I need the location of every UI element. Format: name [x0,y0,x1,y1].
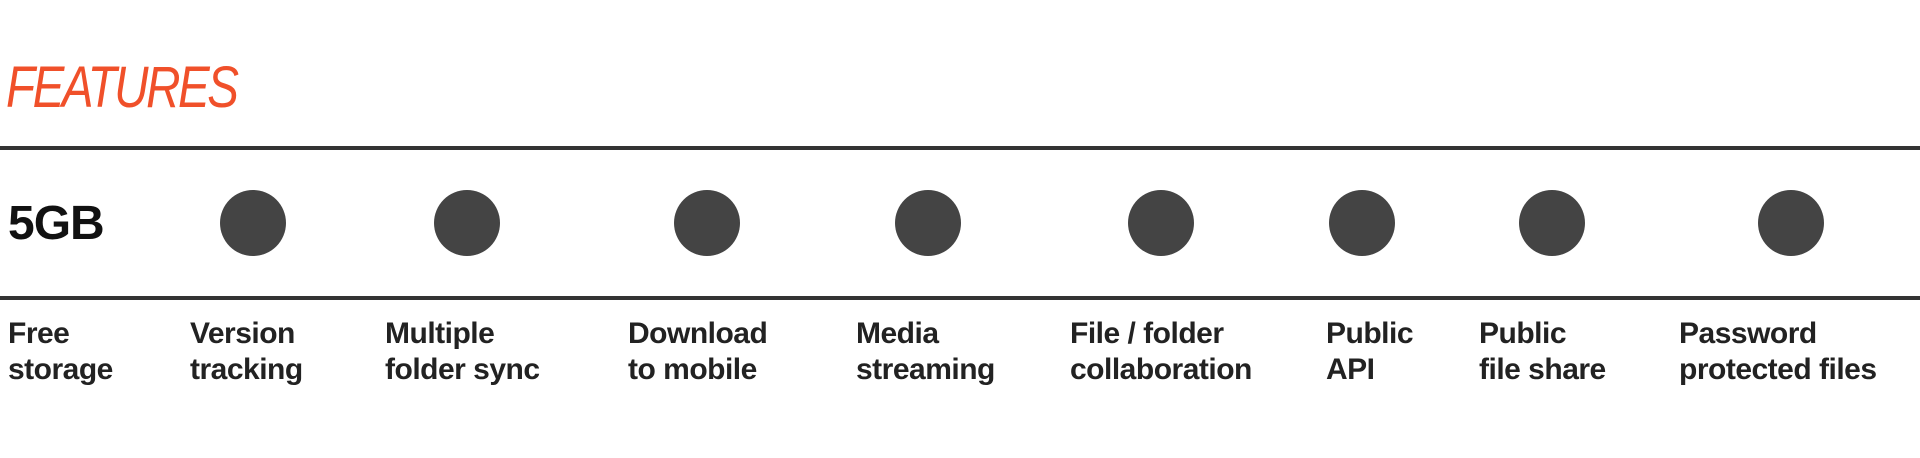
feature-public-file-share-label: Public file share [1479,317,1606,386]
included-dot-icon [434,190,500,256]
free-storage-label-line2: storage [8,353,113,386]
top-divider [0,146,1920,150]
included-dot-icon [674,190,740,256]
free-storage-label: Free storage [8,316,113,388]
included-dot-icon [1519,190,1585,256]
included-dot-icon [1128,190,1194,256]
feature-password-protected-files-cell [1758,146,1824,300]
bottom-divider [0,296,1920,300]
feature-public-api-cell [1329,146,1395,300]
free-storage-cell: 5GB [8,146,128,300]
included-dot-icon [895,190,961,256]
free-storage-label-line1: Free [8,317,70,350]
feature-public-api-label: Public API [1326,317,1414,386]
feature-version-tracking-label: Version tracking [190,317,303,386]
features-heading: FEATURES [6,55,239,120]
included-dot-icon [1329,190,1395,256]
feature-media-streaming-cell [895,146,961,300]
feature-download-to-mobile-label: Download to mobile [628,317,768,386]
feature-multiple-folder-sync-cell [434,146,500,300]
feature-public-file-share-cell [1519,146,1585,300]
included-dot-icon [220,190,286,256]
feature-media-streaming-label: Media streaming [856,317,995,386]
feature-multiple-folder-sync-label: Multiple folder sync [385,317,540,386]
feature-file-folder-collaboration-cell [1128,146,1194,300]
feature-download-to-mobile-cell [674,146,740,300]
feature-file-folder-collaboration-label: File / folder collaboration [1070,317,1252,386]
free-storage-value: 5GB [8,196,105,250]
feature-version-tracking-cell [220,146,286,300]
included-dot-icon [1758,190,1824,256]
feature-password-protected-files-label: Password protected files [1679,317,1877,386]
